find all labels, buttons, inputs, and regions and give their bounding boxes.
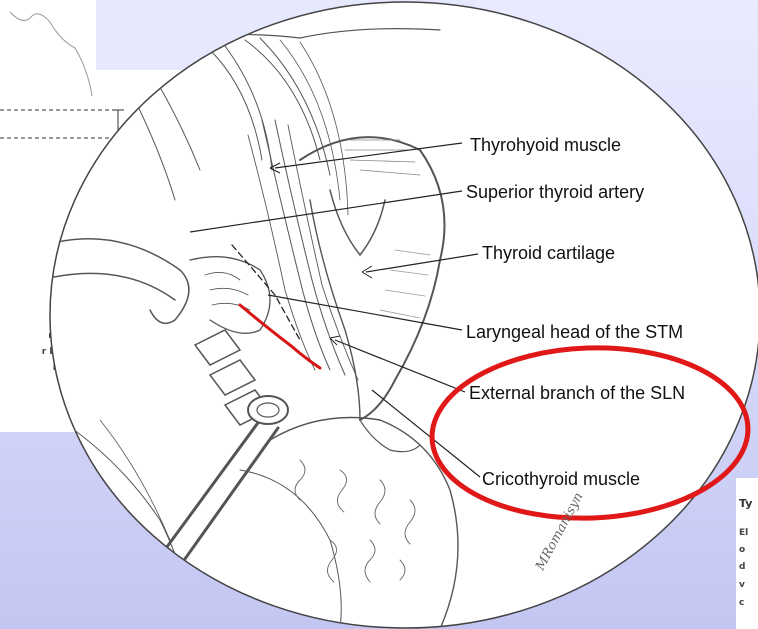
label-thyrohyoid-muscle: Thyrohyoid muscle	[470, 135, 621, 156]
label-external-branch-sln: External branch of the SLN	[469, 383, 685, 404]
label-cricothyroid-muscle: Cricothyroid muscle	[482, 469, 640, 490]
label-thyroid-cartilage: Thyroid cartilage	[482, 243, 615, 264]
label-laryngeal-head: Laryngeal head of the STM	[466, 322, 683, 343]
label-superior-thyroid-artery: Superior thyroid artery	[466, 182, 644, 203]
